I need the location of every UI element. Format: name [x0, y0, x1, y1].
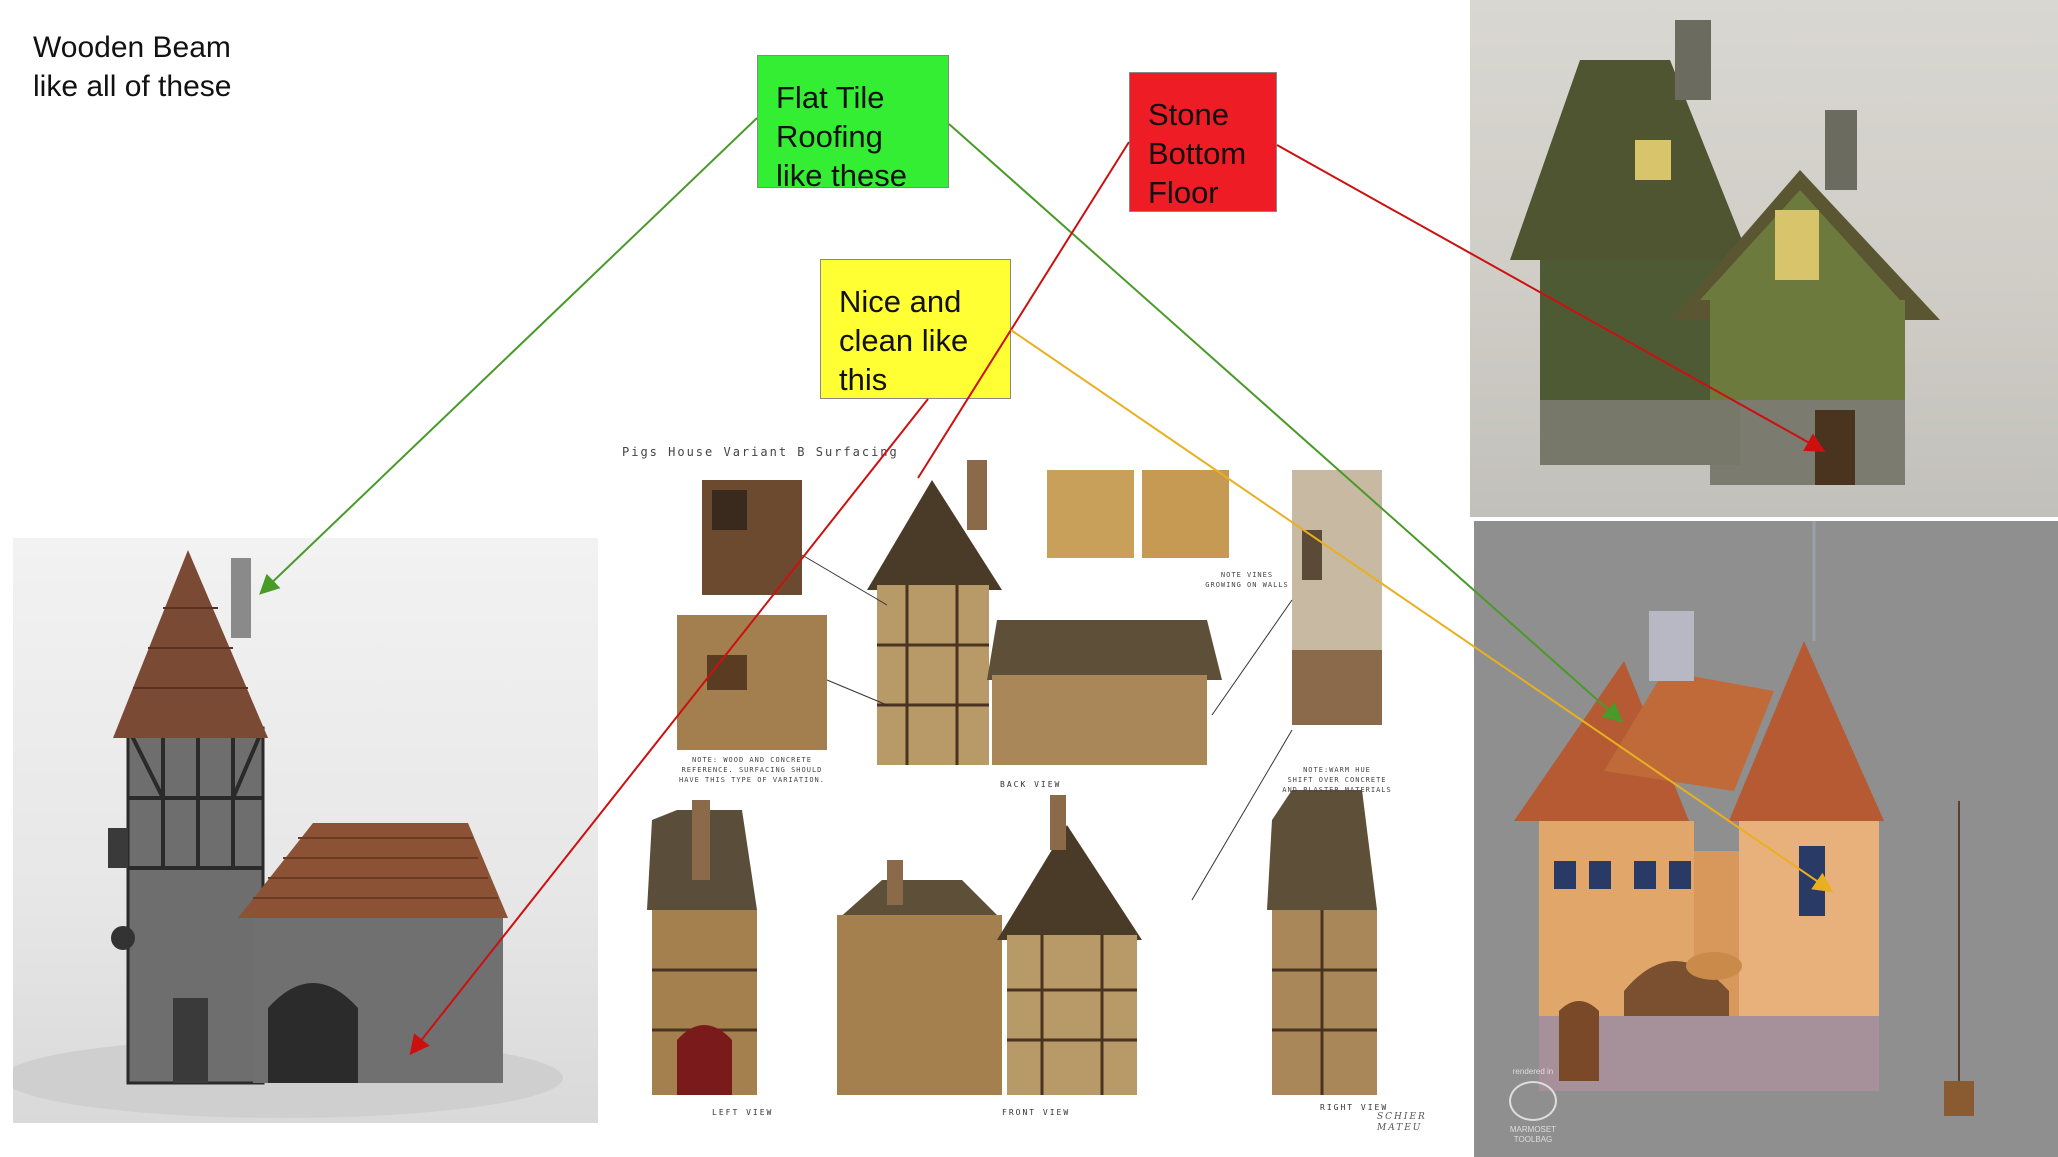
sheet-note-hue: NOTE:WARM HUE SHIFT OVER CONCRETE AND PL…: [1282, 766, 1392, 794]
toolbag-product-label: MARMOSET TOOLBAG: [1509, 1125, 1557, 1144]
reference-photo-miniature-house[interactable]: [1470, 0, 2058, 517]
sheet-note-wood: NOTE: WOOD AND CONCRETE REFERENCE. SURFA…: [678, 756, 825, 784]
right-view-label: RIGHT VIEW: [1320, 1103, 1389, 1112]
reference-photo-timber-house[interactable]: [13, 538, 598, 1123]
left-view-label: LEFT VIEW: [712, 1108, 774, 1117]
reference-render-stylized-tavern[interactable]: rendered in MARMOSET TOOLBAG: [1474, 521, 2058, 1157]
marmoset-logo-icon: [1509, 1081, 1557, 1121]
concept-sheet-pigs-house[interactable]: Pigs House Variant B Surfacing: [622, 440, 1456, 1140]
timber-house-illustration: [13, 550, 563, 1118]
nice-and-clean-note: Nice and clean like this: [820, 259, 1011, 399]
sheet-note-vines: NOTE VINES GROWING ON WALLS: [1205, 571, 1289, 589]
wooden-beam-note: Wooden Beam like all of these: [33, 31, 232, 103]
artist-signature: SCHIER MATEU: [1377, 1112, 1427, 1133]
back-view-label: BACK VIEW: [1000, 780, 1062, 789]
front-view-label: FRONT VIEW: [1002, 1108, 1071, 1117]
stone-bottom-floor-note: Stone Bottom Floor: [1129, 72, 1277, 212]
stylized-tavern-illustration: [1514, 521, 1974, 1116]
rendered-in-label: rendered in: [1512, 1067, 1554, 1076]
flat-tile-roofing-note: Flat Tile Roofing like these: [757, 55, 949, 193]
marmoset-toolbag-badge: rendered in MARMOSET TOOLBAG: [1498, 1067, 1568, 1145]
miniature-house-illustration: [1510, 20, 1940, 485]
